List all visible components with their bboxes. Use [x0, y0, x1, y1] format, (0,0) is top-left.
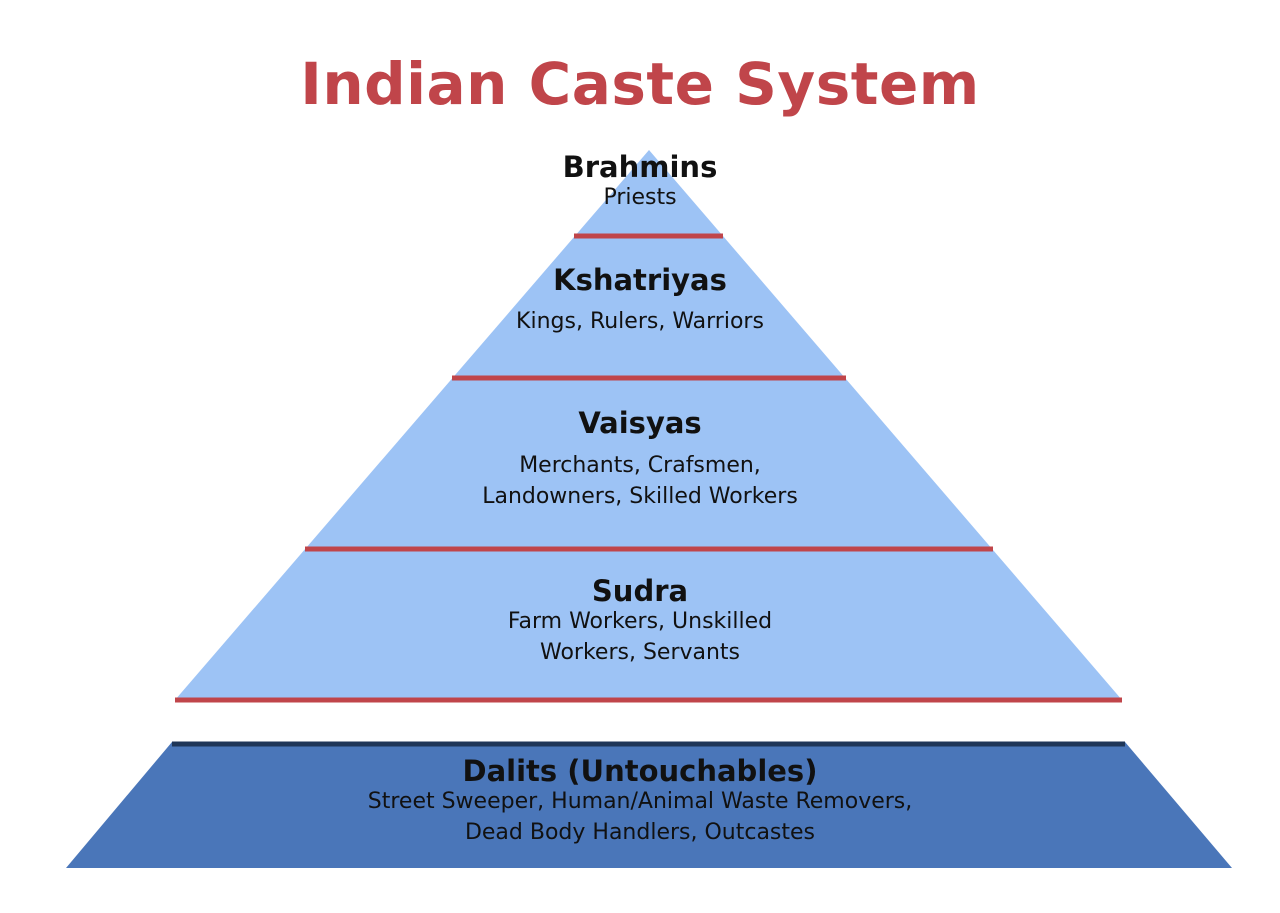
tier-description: Priests [603, 185, 677, 210]
tier-sudra: Sudra Farm Workers, Unskilled Workers, S… [0, 574, 1280, 668]
tier-description: Street Sweeper, Human/Animal Waste Remov… [0, 786, 1280, 848]
tier-description-line: Street Sweeper, Human/Animal Waste Remov… [367, 789, 913, 814]
tier-brahmins: Brahmins Priests [0, 150, 1280, 213]
tier-description: Merchants, Crafsmen, Landowners, Skilled… [0, 450, 1280, 512]
tier-name: Brahmins [562, 150, 718, 184]
tier-description-line: Workers, Servants [539, 640, 741, 665]
tier-vaisyas: Vaisyas Merchants, Crafsmen, Landowners,… [0, 406, 1280, 512]
tier-dalits: Dalits (Untouchables) Street Sweeper, Hu… [0, 754, 1280, 848]
tier-name: Sudra [591, 574, 689, 608]
tier-name: Dalits (Untouchables) [462, 754, 818, 788]
pyramid-tiers-shape [175, 150, 1122, 700]
tier-description: Farm Workers, Unskilled Workers, Servant… [0, 606, 1280, 668]
tier-kshatriyas: Kshatriyas Kings, Rulers, Warriors [0, 263, 1280, 337]
tier-description-line: Farm Workers, Unskilled [507, 609, 773, 634]
tier-name: Kshatriyas [553, 263, 727, 297]
diagram-title: Indian Caste System [300, 50, 980, 118]
tier-name: Vaisyas [578, 406, 702, 440]
tier-description: Kings, Rulers, Warriors [516, 309, 764, 334]
tier-description-line: Landowners, Skilled Workers [482, 484, 798, 509]
dalits-base-shape [66, 742, 1232, 868]
tier-description-line: Dead Body Handlers, Outcastes [464, 820, 816, 845]
tier-description-line: Merchants, Crafsmen, [519, 453, 761, 478]
